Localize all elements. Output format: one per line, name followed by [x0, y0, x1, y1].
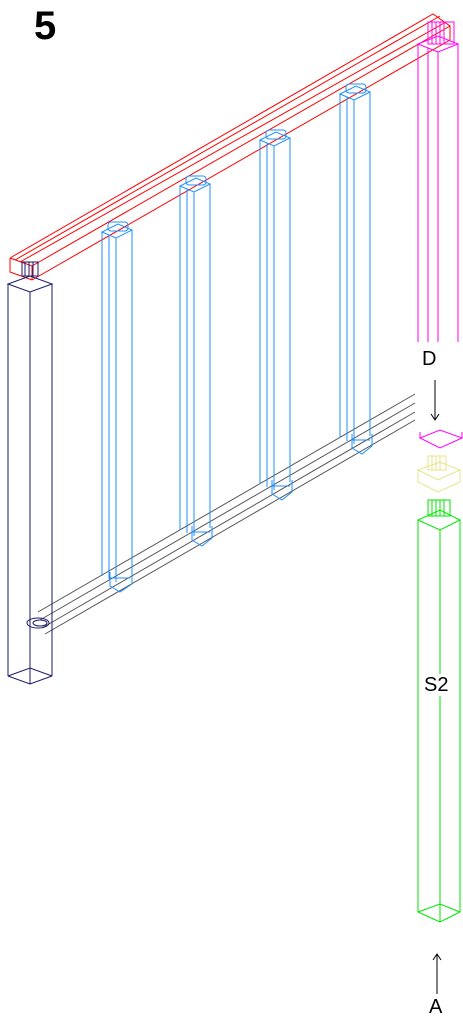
- top-rail: [10, 14, 450, 280]
- left-post: [8, 262, 52, 684]
- bottom-rails: [38, 394, 415, 634]
- label-d: D: [421, 348, 438, 370]
- arrow-down-icon: [431, 380, 439, 420]
- slat-3: [260, 130, 292, 500]
- slat-1: [102, 222, 132, 592]
- post-s2: [418, 500, 460, 922]
- slats: [102, 84, 372, 592]
- step-number: 5: [34, 4, 57, 48]
- post-top-cap: [418, 22, 462, 448]
- connector: [418, 456, 460, 492]
- label-a: A: [428, 996, 444, 1018]
- arrow-up-icon: [433, 954, 441, 994]
- slat-2: [180, 176, 212, 546]
- label-s2: S2: [423, 674, 450, 696]
- slat-4: [340, 84, 372, 454]
